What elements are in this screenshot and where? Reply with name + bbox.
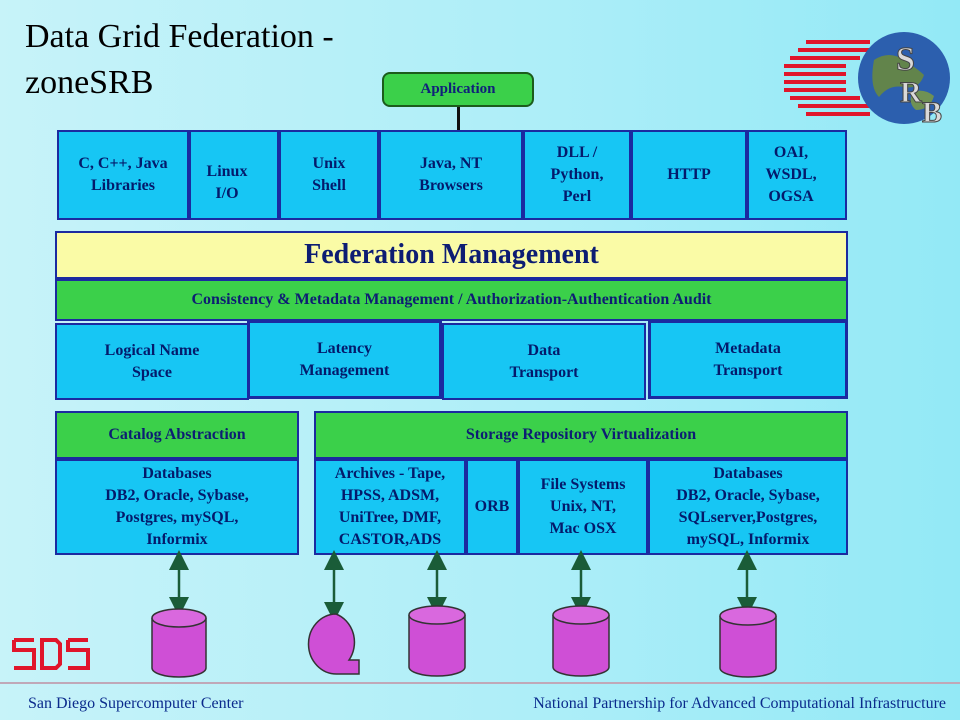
storage-orb: ORB <box>466 459 518 555</box>
lib-divider <box>745 132 749 218</box>
database-cylinder-icon <box>552 605 610 677</box>
storage-archives: Archives - Tape, HPSS, ADSM, UniTree, DM… <box>314 459 466 555</box>
catalog-databases: Databases DB2, Oracle, Sybase, Postgres,… <box>55 459 299 555</box>
lib-divider <box>629 132 633 218</box>
storage-file-systems: File Systems Unix, NT, Mac OSX <box>518 459 648 555</box>
lib-http: HTTP <box>667 166 711 183</box>
storage-devices <box>151 550 777 678</box>
storage-virtualization-header: Storage Repository Virtualization <box>314 411 848 459</box>
lib-c-cpp-java: C, C++, Java Libraries <box>78 155 168 194</box>
lib-divider <box>277 132 281 218</box>
svg-text:R: R <box>900 76 922 109</box>
lib-java-nt: Java, NT Browsers <box>419 155 483 194</box>
database-cylinder-icon <box>151 608 207 678</box>
logo-red-stripes <box>784 40 870 116</box>
lib-oai-wsdl-ogsa: OAI, WSDL, OGSA <box>765 144 817 205</box>
catalog-abstraction-header: Catalog Abstraction <box>55 411 299 459</box>
lib-dll-python-perl: DLL / Python, Perl <box>550 144 604 205</box>
service-latency-management: Latency Management <box>247 320 442 399</box>
slide-title: Data Grid Federation - zoneSRB <box>25 18 334 101</box>
lib-linux-io: Linux I/O <box>206 163 248 202</box>
application-box: Application <box>382 72 534 107</box>
lib-divider <box>521 132 525 218</box>
lib-unix-shell: Unix Shell <box>312 155 346 194</box>
footer-rule <box>0 682 960 684</box>
service-logical-name-space: Logical Name Space <box>55 323 249 400</box>
footer-right: National Partnership for Advanced Comput… <box>533 695 946 712</box>
globe-land-2 <box>910 90 934 110</box>
storage-databases: Databases DB2, Oracle, Sybase, SQLserver… <box>648 459 848 555</box>
svg-text:B: B <box>922 96 942 129</box>
service-metadata-transport: Metadata Transport <box>648 320 848 399</box>
database-cylinder-icon <box>719 606 777 678</box>
sdsc-logo <box>12 638 90 670</box>
lib-divider <box>377 132 381 218</box>
globe-land <box>872 55 924 97</box>
footer-left: San Diego Supercomputer Center <box>28 695 244 712</box>
application-connector <box>457 107 460 131</box>
svg-text:S: S <box>896 41 915 78</box>
consistency-bar: Consistency & Metadata Management / Auth… <box>55 279 848 321</box>
service-data-transport: Data Transport <box>442 323 646 400</box>
tape-drive-icon <box>307 613 360 675</box>
federation-management-header: Federation Management <box>55 231 848 279</box>
database-cylinder-icon <box>408 605 466 677</box>
srb-logo: S R B <box>784 32 950 130</box>
lib-divider <box>187 132 191 218</box>
libraries-row: C, C++, Java Libraries Linux I/O Unix Sh… <box>57 130 847 220</box>
